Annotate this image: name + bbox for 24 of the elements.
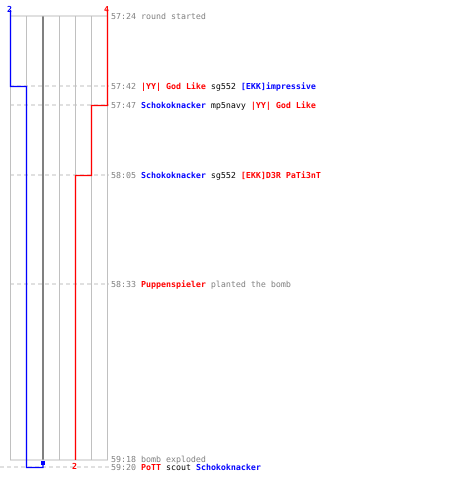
player-name: [EKK]D3R PaTi3nT [240, 170, 321, 180]
player-name: |YY| God Like [140, 81, 206, 91]
player-name: PoTT [140, 462, 161, 472]
event-text: bomb exploded [140, 454, 206, 464]
weapon-name: mp5navy [210, 100, 246, 110]
timestamp: 58:33 [111, 279, 136, 289]
weapon-name: sg552 [210, 81, 236, 91]
event-text: planted the bomb [210, 279, 291, 289]
timestamp: 59:18 [111, 454, 136, 464]
event-text: round started [140, 11, 206, 21]
player-name: Puppenspieler [140, 279, 206, 289]
weapon-name: scout [166, 462, 191, 472]
timestamp: 57:24 [111, 11, 136, 21]
timestamp: 58:05 [111, 170, 136, 180]
timestamp: 57:42 [111, 81, 136, 91]
timestamp: 57:47 [111, 100, 136, 110]
player-name: Schokoknacker [140, 170, 206, 180]
player-name: [EKK]impressive [240, 81, 316, 91]
player-name: Schokoknacker [140, 100, 206, 110]
player-count: 2 [72, 461, 77, 471]
timestamp: 59:20 [111, 462, 136, 472]
player-name: |YY| God Like [250, 100, 316, 110]
player-name: Schokoknacker [196, 462, 261, 472]
weapon-name: sg552 [210, 170, 236, 180]
